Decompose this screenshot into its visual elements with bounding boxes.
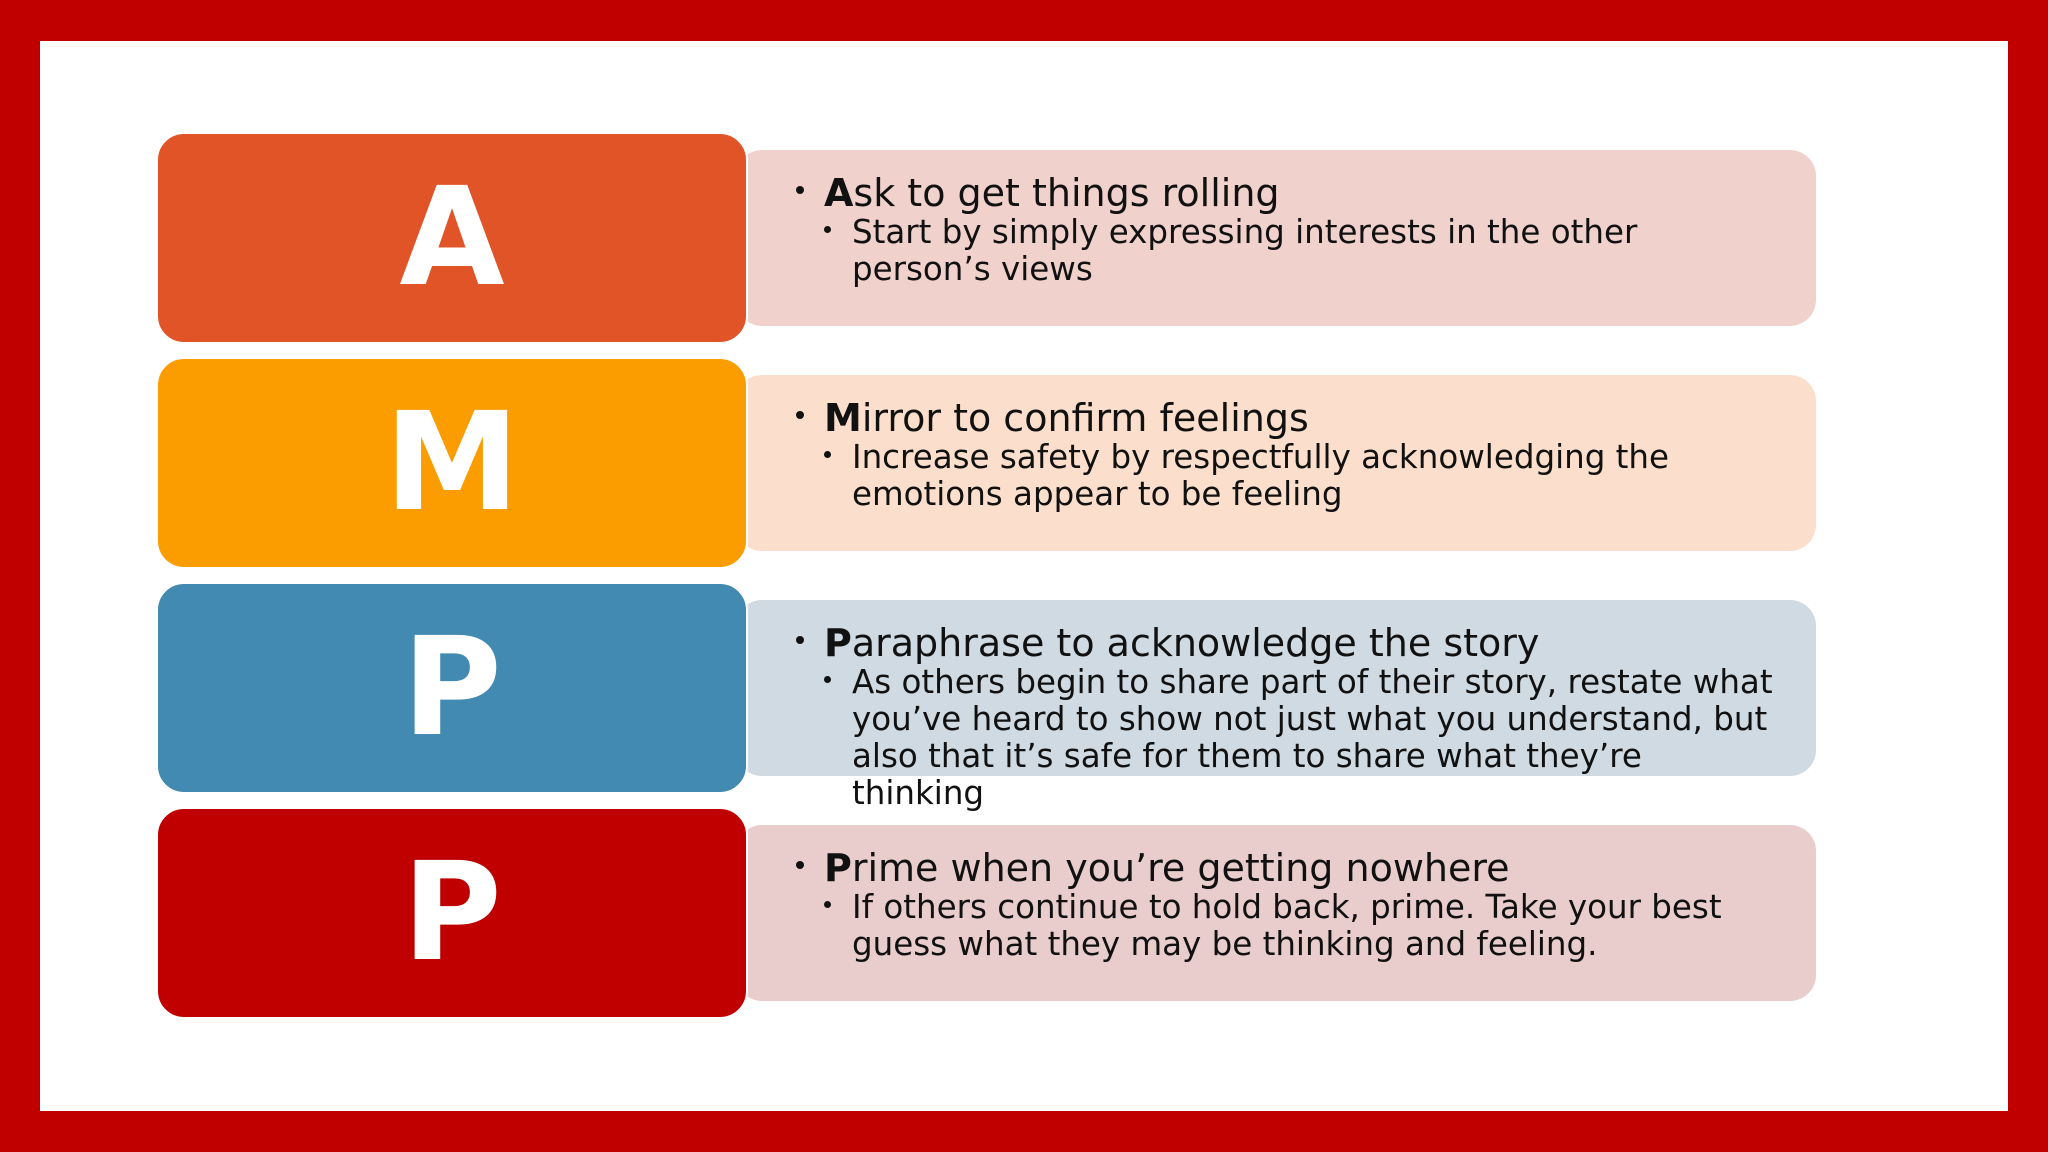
description-box-p1: Paraphrase to acknowledge the story As o… [736, 600, 1816, 812]
point-rest-m: irror to confirm feelings [861, 396, 1309, 440]
point-title-m: Mirror to confirm feelings [796, 397, 1776, 439]
amp-row-a: A Ask to get things rolling Start by sim… [156, 132, 1816, 344]
point-detail-m: Increase safety by respectfully acknowle… [824, 439, 1776, 513]
point-detail-p1: As others begin to share part of their s… [824, 664, 1776, 812]
description-box-a: Ask to get things rolling Start by simpl… [736, 150, 1816, 326]
amp-row-p2: P Prime when you’re getting nowhere If o… [156, 807, 1816, 1019]
point-initial-p1: P [824, 621, 852, 665]
letter-box-p1: P [156, 582, 748, 794]
letter-p1: P [402, 609, 502, 767]
point-rest-p2: rime when you’re getting nowhere [851, 846, 1510, 890]
point-detail-p2: If others continue to hold back, prime. … [824, 889, 1776, 963]
letter-m: M [384, 384, 520, 542]
letter-box-a: A [156, 132, 748, 344]
point-rest-p1: araphrase to acknowledge the story [851, 621, 1540, 665]
point-initial-m: M [824, 396, 862, 440]
description-box-m: Mirror to confirm feelings Increase safe… [736, 375, 1816, 551]
letter-p2: P [402, 834, 502, 992]
letter-box-m: M [156, 357, 748, 569]
amp-row-m: M Mirror to confirm feelings Increase sa… [156, 357, 1816, 569]
point-initial-a: A [824, 171, 854, 215]
point-title-p2: Prime when you’re getting nowhere [796, 847, 1776, 889]
point-initial-p2: P [824, 846, 852, 890]
letter-box-p2: P [156, 807, 748, 1019]
point-title-a: Ask to get things rolling [796, 172, 1776, 214]
point-rest-a: sk to get things rolling [853, 171, 1280, 215]
description-box-p2: Prime when you’re getting nowhere If oth… [736, 825, 1816, 1001]
point-title-p1: Paraphrase to acknowledge the story [796, 622, 1776, 664]
point-detail-a: Start by simply expressing interests in … [824, 214, 1776, 288]
amp-row-p1: P Paraphrase to acknowledge the story As… [156, 582, 1816, 812]
letter-a: A [399, 159, 505, 317]
